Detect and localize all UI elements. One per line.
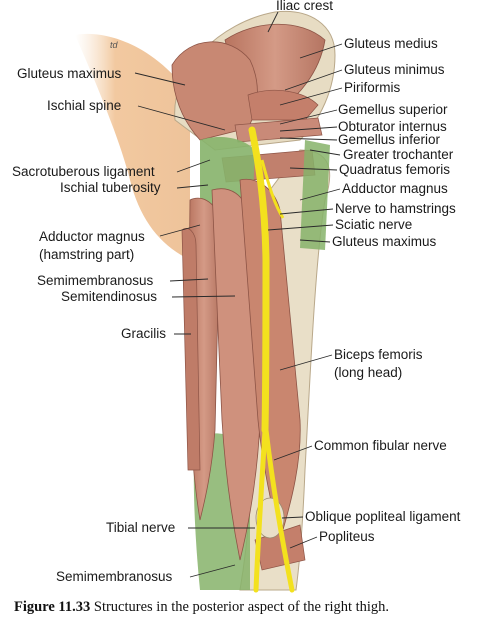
label-popliteus: Popliteus [319,529,375,544]
label-biceps-femoris: Biceps femoris [334,347,423,362]
leader-nerve-to-hamstrings [279,208,334,215]
leader-sacrotuberous-ligament [176,159,211,173]
piriformis-muscle [247,89,319,121]
label-ischial-spine: Ischial spine [47,98,121,113]
leader-iliac-crest [267,11,279,33]
figure-number: Figure 11.33 [14,599,91,615]
common-fibular-nerve [263,427,295,593]
figure-caption-text: Structures in the posterior aspect of th… [93,599,390,615]
label-semimembranosus-bottom: Semimembranosus [56,569,173,584]
label-gluteus-maximus-right: Gluteus maximus [332,234,437,249]
leader-oblique-popliteal-ligament [281,516,304,519]
leader-gluteus-minimus [284,69,343,91]
label-sciatic-nerve: Sciatic nerve [335,217,412,232]
label-biceps-femoris-long-head: (long head) [334,365,402,380]
leader-piriformis [279,87,343,106]
label-adductor-magnus-hamstring-part: (hamstring part) [39,247,134,262]
leader-ischial-spine [137,105,226,131]
leader-semimembranosus-top [169,278,209,282]
leader-adductor-magnus-left [159,224,201,237]
leader-adductor-magnus-right [299,188,341,201]
label-obturator-internus: Obturator internus [338,119,447,134]
artist-mark: td [110,40,119,50]
tendon-region-right [300,140,330,250]
tibial-nerve [253,427,268,593]
label-gracilis: Gracilis [121,326,166,341]
label-semitendinosus: Semitendinosus [61,289,157,304]
label-semimembranosus-top: Semimembranosus [37,273,154,288]
skin-region [75,33,190,261]
sciatic-nerve [248,126,270,434]
label-gluteus-maximus-left: Gluteus maximus [17,66,122,81]
label-gluteus-medius: Gluteus medius [344,36,438,51]
leader-gemellus-superior [279,109,338,125]
leader-sciatic-nerve [267,224,334,231]
leader-common-fibular-nerve [273,445,313,461]
label-sacrotuberous-ligament: Sacrotuberous ligament [12,164,155,179]
leader-obturator-internus [279,126,338,132]
leader-semimembranosus-bottom [189,564,236,578]
label-adductor-magnus-right: Adductor magnus [342,181,448,196]
leader-greater-trochanter [309,149,341,156]
label-ischial-tuberosity: Ischial tuberosity [60,180,161,195]
label-tibial-nerve: Tibial nerve [106,520,175,535]
leader-popliteus [289,536,318,549]
label-gemellus-inferior: Gemellus inferior [338,132,441,147]
label-quadratus-femoris: Quadratus femoris [339,162,450,177]
nerve-to-hamstrings [260,159,285,219]
label-oblique-popliteal-ligament: Oblique popliteal ligament [305,509,461,524]
leader-gluteus-maximus-right [299,239,331,243]
leader-biceps-femoris [279,354,333,371]
label-greater-trochanter: Greater trochanter [343,147,454,162]
label-gemellus-superior: Gemellus superior [338,102,448,117]
label-piriformis: Piriformis [344,80,400,95]
leader-gluteus-maximus-left [134,72,186,86]
leader-semitendinosus [171,295,236,298]
gemelli-muscles [234,117,323,143]
gracilis-muscle [181,228,201,471]
label-nerve-to-hamstrings: Nerve to hamstrings [335,201,456,216]
label-common-fibular-nerve: Common fibular nerve [314,438,447,453]
label-gluteus-minimus: Gluteus minimus [344,62,445,77]
leader-gluteus-medius [299,43,343,59]
leader-quadratus-femoris [289,167,338,171]
label-iliac-crest: Iliac crest [276,0,333,13]
figure-caption: Figure 11.33 Structures in the posterior… [14,599,484,616]
label-adductor-magnus-left: Adductor magnus [39,229,145,244]
leader-gemellus-inferior [279,137,338,141]
leader-ischial-tuberosity [176,184,209,189]
